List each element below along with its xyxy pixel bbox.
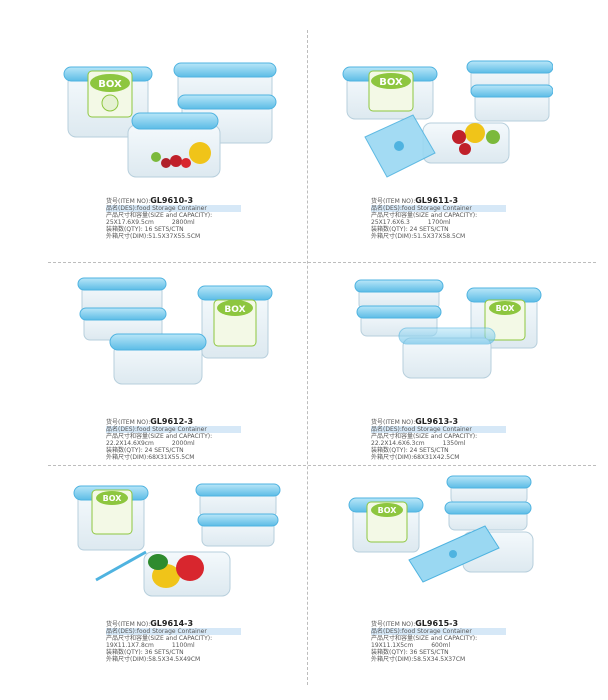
product-image: BOX [342, 60, 553, 178]
container-with-label: BOX [348, 497, 424, 553]
description: 品名(DES):food Storage Container [106, 205, 241, 212]
capacity-label: 产品尺寸和容量(SIZE and CAPACITY): [371, 212, 478, 219]
product-card: BOX 货号(ITEM NO):GL9610-3 品名(DES):food St… [48, 45, 288, 255]
front-container [408, 525, 534, 583]
front-container [109, 333, 207, 385]
item-number: GL9612-3 [150, 417, 194, 426]
product-image: BOX [73, 483, 281, 597]
size: 22.2X14.6X9cm [106, 440, 154, 447]
product-image: BOX [348, 475, 534, 583]
volume: 1350ml [442, 440, 466, 447]
size-row: 22.2X14.6X9cm 2000ml [106, 440, 306, 447]
label-logo: BOX [379, 77, 403, 88]
stacked-containers [195, 483, 281, 547]
front-container [398, 327, 496, 379]
size-row: 22.2X14.6X6.3cm 1350ml [371, 440, 571, 447]
description: 品名(DES):food Storage Container [371, 628, 506, 635]
spec-block: 货号(ITEM NO):GL9615-3 品名(DES):food Storag… [371, 620, 571, 663]
container-with-fruit [364, 114, 510, 178]
spec-block: 货号(ITEM NO):GL9614-3 品名(DES):food Storag… [106, 620, 306, 663]
spec-block: 货号(ITEM NO):GL9611-3 品名(DES):food Storag… [371, 197, 571, 240]
item-number: GL9611-3 [415, 196, 459, 205]
item-number: GL9615-3 [415, 619, 459, 628]
product-card: BOX 货号(ITEM NO):GL9615-3 品名(DES):food St… [313, 468, 553, 678]
quantity: 装箱数(QTY): 16 SETS/CTN [106, 226, 184, 233]
size: 25X17.6X6.3 [371, 219, 410, 226]
description: 品名(DES):food Storage Container [371, 205, 506, 212]
volume: 2800ml [171, 219, 195, 226]
spec-block: 货号(ITEM NO):GL9612-3 品名(DES):food Storag… [106, 418, 306, 461]
product-card: BOX 货号(ITEM NO):GL9613-3 品名(DES):food St… [313, 266, 553, 476]
product-card: BOX 货号(ITEM NO):GL9612-3 品名(DES):food St… [48, 266, 288, 476]
size-row: 19X11.1X7.8cm 1100ml [106, 642, 306, 649]
product-image: BOX [77, 277, 273, 385]
spec-block: 货号(ITEM NO):GL9610-3 品名(DES):food Storag… [106, 197, 306, 240]
description: 品名(DES):food Storage Container [106, 628, 241, 635]
capacity-label: 产品尺寸和容量(SIZE and CAPACITY): [106, 212, 213, 219]
size-row: 25X17.6X6.3 1700ml [371, 219, 571, 226]
capacity-label: 产品尺寸和容量(SIZE and CAPACITY): [371, 635, 478, 642]
item-number-row: 货号(ITEM NO):GL9613-3 [371, 417, 459, 427]
capacity-label: 产品尺寸和容量(SIZE and CAPACITY): [106, 433, 213, 440]
item-number: GL9614-3 [150, 619, 194, 628]
size-row: 25X17.6X9.5cm 2800ml [106, 219, 306, 226]
quantity: 装箱数(QTY): 24 SETS/CTN [106, 447, 184, 454]
capacity-label: 产品尺寸和容量(SIZE and CAPACITY): [106, 635, 213, 642]
stacked-containers [354, 279, 444, 337]
capacity-label: 产品尺寸和容量(SIZE and CAPACITY): [371, 433, 478, 440]
quantity: 装箱数(QTY): 36 SETS/CTN [106, 649, 184, 656]
container-with-label: BOX [63, 66, 153, 138]
item-number-row: 货号(ITEM NO):GL9612-3 [106, 417, 194, 427]
container-with-peppers [95, 550, 231, 597]
volume: 600ml [431, 642, 451, 649]
vertical-divider [307, 30, 308, 685]
stacked-containers [466, 60, 553, 122]
size: 25X17.6X9.5cm [106, 219, 154, 226]
stacked-containers [444, 475, 532, 531]
description: 品名(DES):food Storage Container [371, 426, 506, 433]
quantity: 装箱数(QTY): 36 SETS/CTN [371, 649, 449, 656]
size-row: 19X11.1X5cm 600ml [371, 642, 571, 649]
carton-dimensions: 外箱尺寸(DIM):58.5X34.5X49CM [106, 656, 201, 663]
carton-dimensions: 外箱尺寸(DIM):68X31X55.5CM [106, 454, 195, 461]
quantity: 装箱数(QTY): 24 SETS/CTN [371, 447, 449, 454]
size: 19X11.1X7.8cm [106, 642, 154, 649]
description: 品名(DES):food Storage Container [106, 426, 241, 433]
label-logo: BOX [98, 79, 122, 90]
quantity: 装箱数(QTY): 24 SETS/CTN [371, 226, 449, 233]
carton-dimensions: 外箱尺寸(DIM):51.5X37X58.5CM [371, 233, 466, 240]
item-number-row: 货号(ITEM NO):GL9614-3 [106, 619, 194, 629]
carton-dimensions: 外箱尺寸(DIM):51.5X37X55.5CM [106, 233, 201, 240]
horizontal-divider-1 [48, 262, 596, 263]
item-number-row: 货号(ITEM NO):GL9615-3 [371, 619, 459, 629]
item-number: GL9610-3 [150, 196, 194, 205]
container-with-label: BOX [73, 485, 149, 551]
label-logo: BOX [224, 305, 245, 315]
size: 19X11.1X5cm [371, 642, 414, 649]
item-number-row: 货号(ITEM NO):GL9610-3 [106, 196, 194, 206]
product-card: BOX 货号(ITEM NO):GL9611-3 品名(DES):food St… [313, 45, 553, 255]
label-logo: BOX [103, 494, 123, 503]
container-with-fruit [127, 112, 221, 178]
product-image: BOX [354, 279, 542, 379]
item-number: GL9613-3 [415, 417, 459, 426]
volume: 1100ml [171, 642, 195, 649]
label-logo: BOX [496, 304, 516, 313]
item-number-row: 货号(ITEM NO):GL9611-3 [371, 196, 459, 206]
carton-dimensions: 外箱尺寸(DIM):58.5X34.5X37CM [371, 656, 466, 663]
container-with-label: BOX [342, 66, 438, 120]
volume: 2000ml [171, 440, 195, 447]
spec-block: 货号(ITEM NO):GL9613-3 品名(DES):food Storag… [371, 418, 571, 461]
container-with-label: BOX [197, 285, 273, 359]
label-logo: BOX [378, 506, 398, 515]
carton-dimensions: 外箱尺寸(DIM):68X31X42.5CM [371, 454, 460, 461]
product-image: BOX [63, 62, 277, 178]
product-card: BOX 货号(ITEM NO):GL9614-3 品名(DES):food St… [48, 468, 288, 678]
size: 22.2X14.6X6.3cm [371, 440, 425, 447]
volume: 1700ml [427, 219, 451, 226]
stacked-containers [77, 277, 167, 341]
horizontal-divider-2 [48, 465, 596, 466]
